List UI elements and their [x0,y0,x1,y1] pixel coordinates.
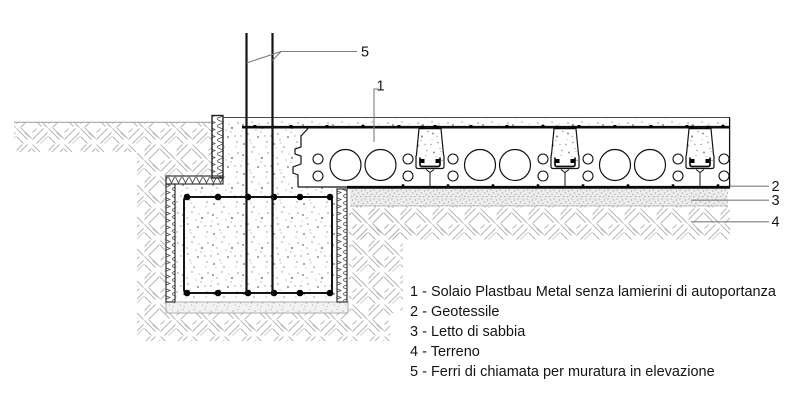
terrain-excavation-left-upper [137,122,212,176]
foundation-concrete [175,127,337,302]
leader-line-5 [246,50,357,64]
leader-line-1 [373,88,379,142]
callout-leader-lines [246,50,769,223]
terrain-excavation-left-lower [137,176,166,313]
slab-rib [685,124,715,188]
insulation-foundation-right [336,188,348,303]
terrain-under-foundation [137,313,390,341]
insulation-step-horizontal [165,175,224,185]
perimeter-insulation [165,114,348,303]
sand-bed [350,189,728,207]
terrain-surface-band-left [14,122,137,152]
slab-topping-concrete [223,117,731,129]
insulation-foundation-left [165,183,176,303]
small-void-circles [312,153,730,182]
legend: 1 - Solaio Plastbau Metal senza lamierin… [410,284,777,380]
slab-rib [415,124,445,188]
large-void-circles [329,148,667,182]
terrain-hatch [14,121,730,341]
terrain-under-sand-bed [349,206,730,240]
rebar-section-dots [183,193,334,297]
callout-1: 1 [377,79,385,95]
legend-item-1: 1 - Solaio Plastbau Metal senza lamierin… [410,284,777,300]
foundation-rebar-cage [183,193,334,297]
insulation-edge-vertical [211,114,224,179]
plastbau-slab-section [223,117,731,189]
callout-4: 4 [772,215,780,231]
slab-ribs [415,124,715,188]
slab-void-circles [312,148,730,182]
legend-item-4: 4 - Terreno [410,344,480,360]
legend-item-3: 3 - Letto di sabbia [410,324,526,340]
lean-concrete-layer [165,301,349,314]
callout-5: 5 [361,45,369,61]
slab-rib [550,124,580,188]
legend-item-2: 2 - Geotessile [410,304,499,320]
callout-2: 2 [772,179,780,195]
mesh-wire-ticks [253,125,725,128]
legend-item-5: 5 - Ferri di chiamata per muratura in el… [410,364,715,380]
callout-3: 3 [772,193,780,209]
starter-bars [245,33,274,294]
eps-block-end-profile [292,128,309,187]
geotextile-ticks [401,184,720,187]
